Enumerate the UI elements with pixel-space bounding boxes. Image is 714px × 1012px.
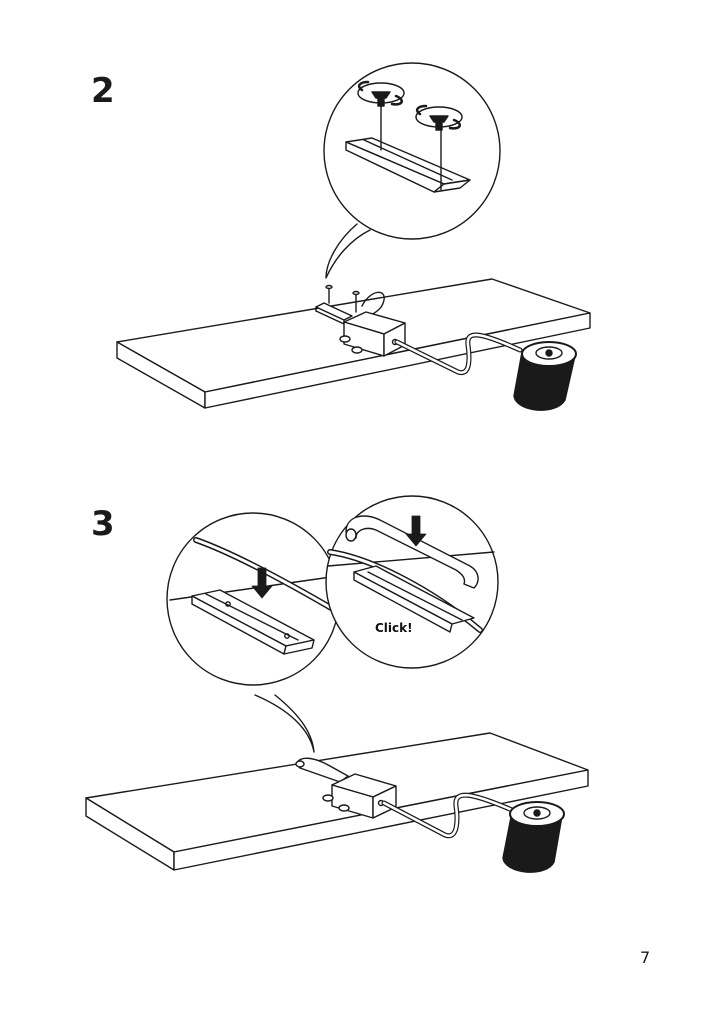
screw-icon: [357, 80, 405, 151]
screw-icon: [325, 284, 360, 313]
step-3-illustration: Click!: [85, 495, 589, 873]
down-arrow-icon: [405, 515, 427, 547]
step-2-number: 2: [91, 71, 115, 111]
cable-loop: [361, 291, 385, 317]
detail-callout-pointer: [254, 694, 315, 753]
step-3-number: 3: [91, 504, 115, 544]
detail-callout-left: [166, 512, 341, 686]
rotate-arrow-icon: [390, 94, 403, 106]
step-2-illustration: [116, 62, 591, 411]
rotate-arrow-icon: [415, 104, 428, 116]
detail-callout: [323, 62, 501, 279]
rotate-arrow-icon: [357, 80, 370, 92]
page-number: 7: [640, 948, 651, 967]
rotate-arrow-icon: [448, 118, 461, 130]
spot-lamp: [502, 801, 565, 873]
spot-lamp: [513, 341, 577, 411]
driver-box: [339, 311, 406, 357]
down-arrow-icon: [251, 567, 273, 599]
screw-icon: [415, 104, 463, 191]
click-label: Click!: [375, 621, 413, 635]
detail-callout-right: Click!: [325, 495, 499, 669]
